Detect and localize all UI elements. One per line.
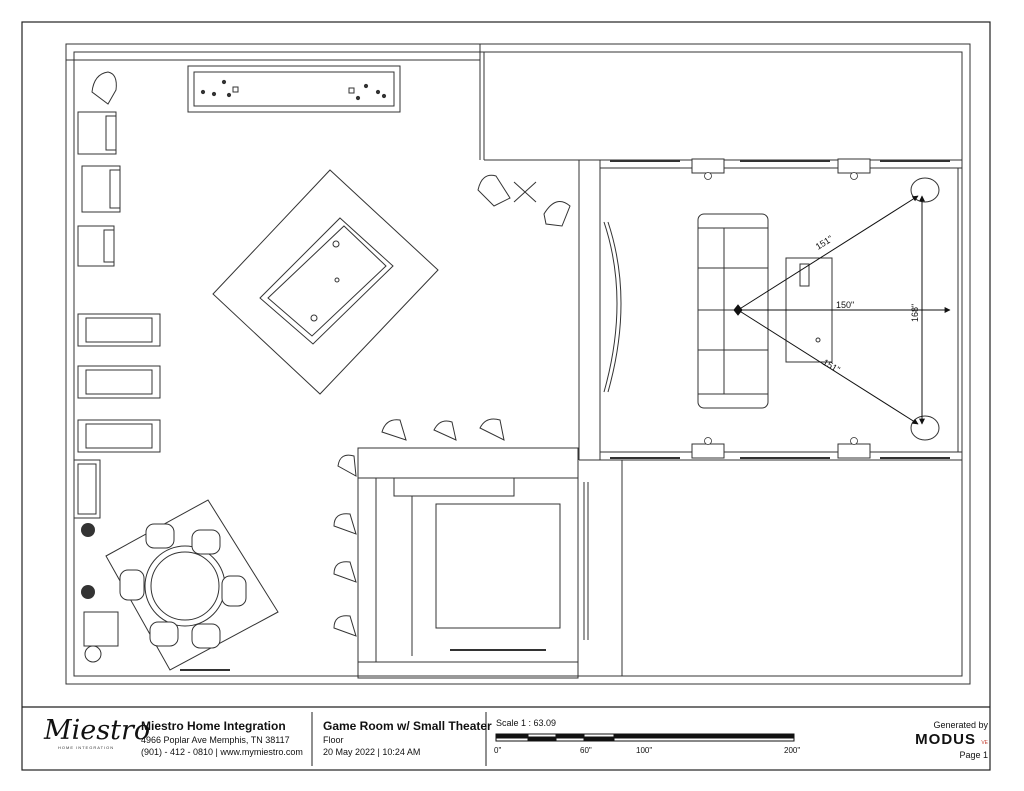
project-title: Game Room w/ Small Theater xyxy=(323,719,492,733)
ceiling-lights xyxy=(704,172,858,445)
page-number: Page 1 xyxy=(959,750,988,760)
company-name: Miestro Home Integration xyxy=(141,719,286,733)
speaker-measurements xyxy=(733,195,951,425)
scale-tick-100: 100" xyxy=(636,746,653,755)
scale-label: Scale 1 : 63.09 xyxy=(496,718,557,728)
lounge-chairs xyxy=(477,174,571,227)
left-wall-furniture xyxy=(73,71,161,663)
building-walls xyxy=(65,43,971,685)
modus-logo: MODUS xyxy=(915,731,976,748)
dimension-label-right-speaker: 151" xyxy=(821,357,842,375)
company-contact: (901) - 412 - 0810 | www.mymiestro.com xyxy=(141,747,303,757)
company-logo-subtext: HOME INTEGRATION xyxy=(58,745,115,750)
theater-wall-trim xyxy=(603,158,950,459)
project-date: 20 May 2022 | 10:24 AM xyxy=(323,747,421,757)
dimension-label-left-speaker: 151" xyxy=(814,234,835,252)
generated-by-label: Generated by xyxy=(933,720,988,730)
dimension-label-speaker-span: 168" xyxy=(910,304,920,322)
poker-table xyxy=(105,499,279,671)
plant-icons xyxy=(81,523,95,599)
billiard-table xyxy=(212,169,439,395)
title-block-grid xyxy=(311,712,487,766)
dimension-label-center: 150" xyxy=(836,300,854,310)
scale-tick-200: 200" xyxy=(784,746,801,755)
bar-counter xyxy=(187,65,401,113)
project-level: Floor xyxy=(323,735,344,745)
scale-bar xyxy=(495,733,795,742)
company-address: 4966 Poplar Ave Memphis, TN 38117 xyxy=(141,735,290,745)
storage-room xyxy=(357,477,589,679)
scale-tick-60: 60" xyxy=(580,746,592,755)
company-logo: Miestro xyxy=(44,715,151,746)
sheet-border xyxy=(21,21,991,771)
counter-stools xyxy=(333,418,579,637)
theater-sofa xyxy=(697,213,833,409)
scale-tick-0: 0" xyxy=(494,746,502,755)
modus-logo-suffix: VE xyxy=(981,740,988,746)
